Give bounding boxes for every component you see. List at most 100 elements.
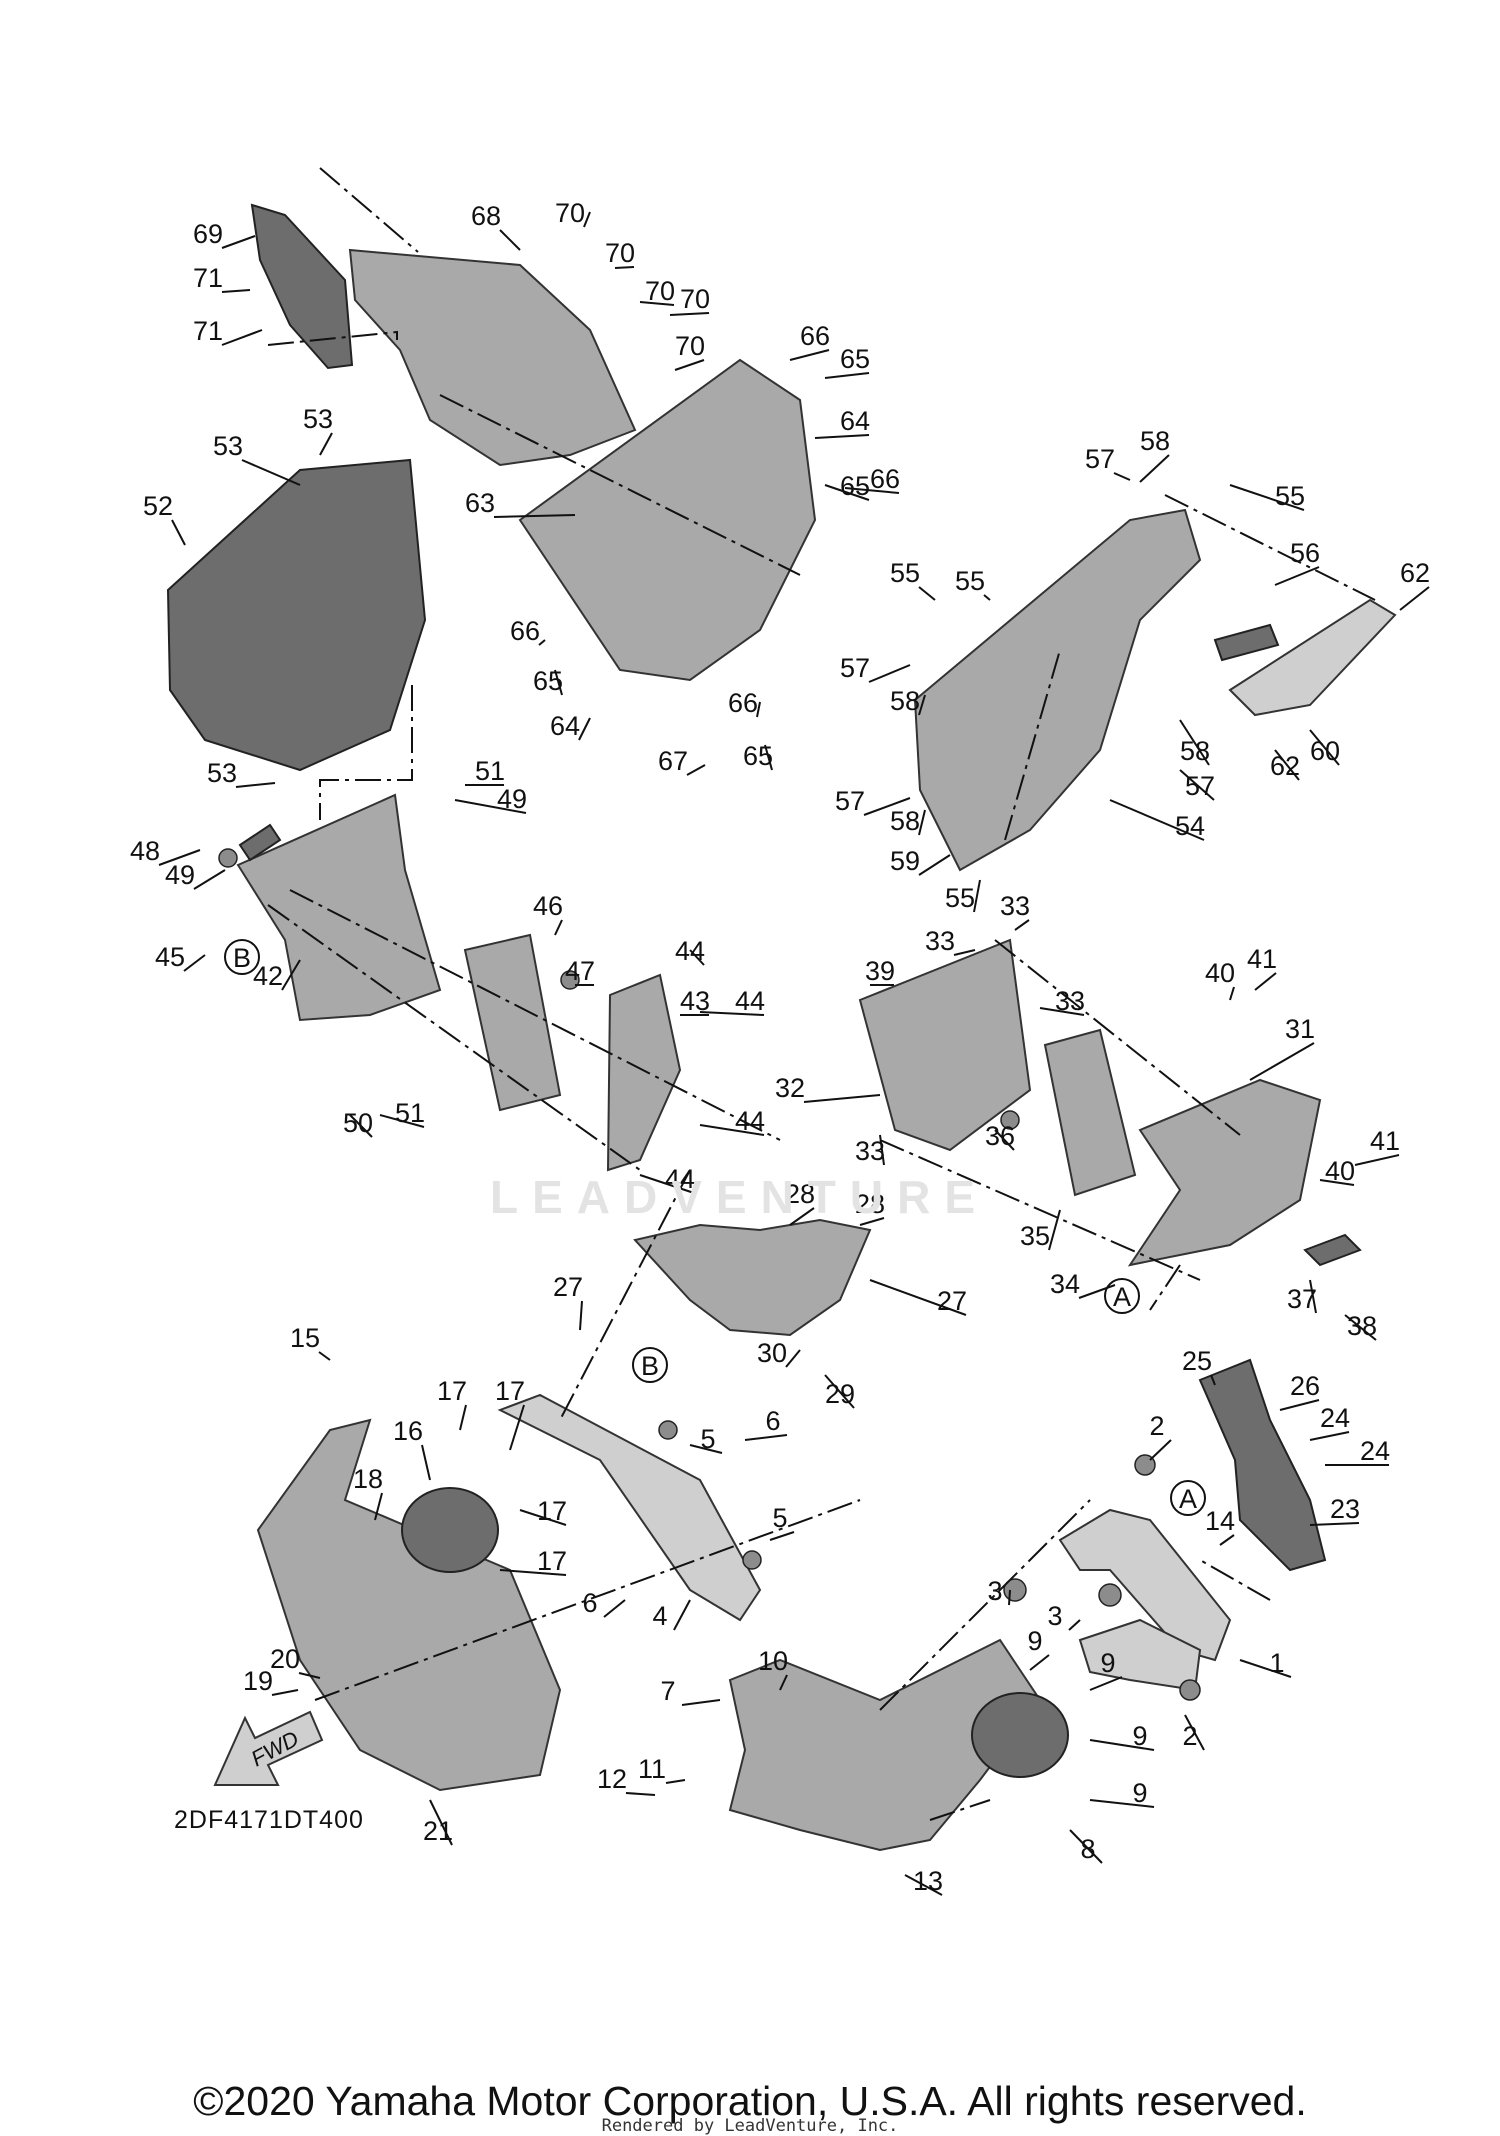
callout-leader-17 (519, 1509, 567, 1526)
callout-36: 36 (985, 1121, 1015, 1151)
callout-leader-28 (859, 1217, 885, 1226)
hw-2b (1179, 1679, 1201, 1701)
callout-15: 15 (290, 1323, 320, 1353)
ref-marker-B-2 (632, 1347, 668, 1383)
callout-43: 43 (680, 986, 710, 1016)
callout-leader-65 (764, 744, 773, 771)
callout-58: 58 (890, 686, 920, 716)
callout-leader-40 (1229, 986, 1235, 1001)
callout-leader-17 (499, 1569, 567, 1576)
callout-33: 33 (1000, 891, 1030, 921)
callout-leader-53 (241, 459, 301, 486)
callout-leader-68 (499, 229, 521, 251)
callout-leader-21 (429, 1799, 453, 1846)
callout-27: 27 (553, 1272, 583, 1302)
callout-37: 37 (1287, 1284, 1317, 1314)
callout-51: 51 (395, 1098, 425, 1128)
callout-leader-23 (1309, 1522, 1360, 1526)
callout-leader-58 (1139, 454, 1170, 483)
callout-23: 23 (1330, 1494, 1360, 1524)
callout-leader-63 (493, 514, 576, 518)
callout-70: 70 (605, 238, 635, 268)
callout-leader-41 (1354, 1154, 1400, 1166)
callout-leader-71 (221, 329, 263, 346)
callout-leader-6 (744, 1434, 788, 1441)
callout-70: 70 (645, 276, 675, 306)
callout-13: 13 (913, 1866, 943, 1896)
callout-leader-65 (824, 484, 870, 501)
callout-leader-30 (785, 1349, 801, 1368)
callout-leader-66 (789, 349, 830, 361)
callout-leader-41 (1254, 972, 1277, 991)
part-46 (463, 933, 562, 1112)
callout-leader-7 (681, 1699, 721, 1706)
callout-4: 4 (652, 1601, 667, 1631)
callout-33: 33 (925, 926, 955, 956)
callout-leader-62 (1274, 749, 1300, 781)
callout-leader-31 (1249, 1042, 1315, 1081)
callout-55: 55 (955, 566, 985, 596)
callout-33: 33 (855, 1136, 885, 1166)
callout-28: 28 (855, 1189, 885, 1219)
callout-53: 53 (303, 404, 333, 434)
callout-58: 58 (890, 806, 920, 836)
callout-leader-66 (538, 639, 546, 646)
callout-leader-9 (1089, 1676, 1123, 1691)
ref-marker-B-1 (224, 939, 260, 975)
watermark: LEADVENTURE (490, 1171, 990, 1223)
callout-leader-38 (1344, 1314, 1377, 1341)
callout-41: 41 (1247, 944, 1277, 974)
callout-40: 40 (1205, 958, 1235, 988)
callout-64: 64 (840, 406, 870, 436)
callout-70: 70 (555, 198, 585, 228)
callout-5: 5 (700, 1424, 715, 1454)
callout-leader-9 (1089, 1739, 1155, 1751)
fwd-arrow (213, 1710, 324, 1786)
callout-leader-27 (869, 1279, 967, 1316)
callout-leader-10 (779, 1674, 788, 1691)
callout-58: 58 (1140, 426, 1170, 456)
part-15 (256, 1418, 562, 1792)
callout-leader-53 (319, 432, 333, 456)
callout-33: 33 (1055, 986, 1085, 1016)
callout-leader-27 (579, 1300, 583, 1331)
part-23 (1198, 1358, 1327, 1572)
callout-29: 29 (825, 1379, 855, 1409)
callout-leader-62 (1399, 586, 1430, 611)
callout-leader-8 (1069, 1829, 1103, 1864)
callout-48: 48 (130, 836, 160, 866)
callout-11: 11 (638, 1754, 666, 1784)
callout-leader-58 (918, 694, 926, 716)
assembly-lines (267, 167, 1376, 1821)
callout-leader-42 (281, 959, 301, 991)
callout-leader-57 (1113, 472, 1131, 481)
callout-57: 57 (840, 653, 870, 683)
callout-2: 2 (1182, 1721, 1197, 1751)
callout-57: 57 (835, 786, 865, 816)
callout-9: 9 (1027, 1626, 1042, 1656)
callout-47: 47 (565, 956, 595, 986)
ref-marker-B-1-label: B (233, 943, 251, 973)
callout-62: 62 (1270, 751, 1300, 781)
callout-leader-66 (756, 701, 761, 718)
callout-leader-54 (1109, 799, 1205, 841)
callout-70: 70 (680, 284, 710, 314)
callout-leader-70 (669, 312, 710, 316)
callout-45: 45 (155, 942, 185, 972)
callout-leader-9 (1029, 1654, 1050, 1671)
callout-60: 60 (1310, 736, 1340, 766)
part-37 (1303, 1233, 1362, 1267)
part-69 (250, 203, 354, 370)
callout-17: 17 (537, 1496, 567, 1526)
callout-leader-67 (686, 764, 706, 776)
callout-leader-3 (1008, 1589, 1011, 1606)
callout-66: 66 (510, 616, 540, 646)
ref-marker-A-2 (1170, 1480, 1206, 1516)
callout-leader-53 (235, 782, 276, 788)
hw-5b (742, 1550, 762, 1570)
callout-leader-49 (193, 869, 226, 890)
callout-leader-66 (844, 487, 900, 494)
callout-leader-9 (1089, 1799, 1155, 1808)
callout-3: 3 (1047, 1601, 1062, 1631)
